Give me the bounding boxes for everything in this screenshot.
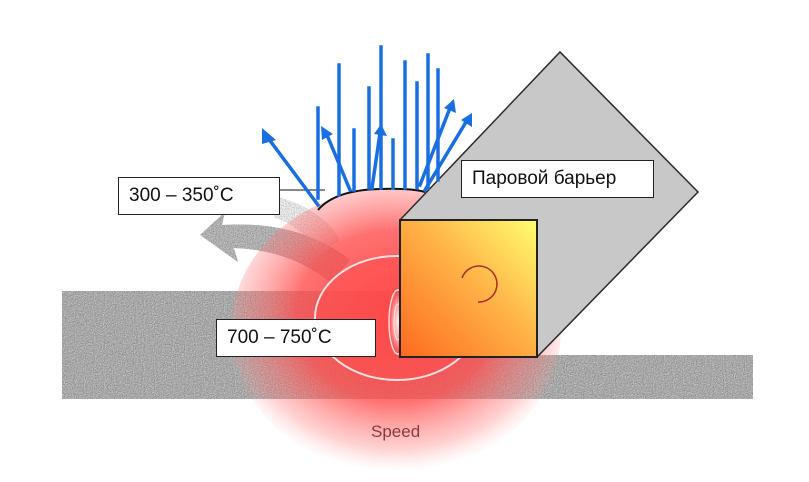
high-temp-label: 700 – 750˚C [216, 319, 376, 357]
tool-pin-arc [461, 265, 498, 303]
low-temp-label: 300 – 350˚C [118, 177, 280, 215]
tool-tip [399, 219, 538, 358]
steam-arrows [265, 45, 469, 208]
up-arrow-icon [324, 132, 353, 193]
vapor-barrier-text: Паровой барьер [472, 168, 617, 189]
vapor-barrier-label: Паровой барьер [461, 160, 654, 198]
up-arrow-icon [370, 131, 382, 190]
steam-arrowheads [262, 99, 472, 144]
high-temp-text: 700 – 750˚C [227, 327, 332, 348]
base-material-right [530, 355, 753, 399]
speed-label: Speed [371, 422, 421, 441]
up-arrow-icon [417, 105, 453, 188]
low-temp-text: 300 – 350˚C [129, 185, 234, 206]
up-arrow-icon [422, 119, 469, 193]
up-arrow-icon [265, 135, 321, 208]
